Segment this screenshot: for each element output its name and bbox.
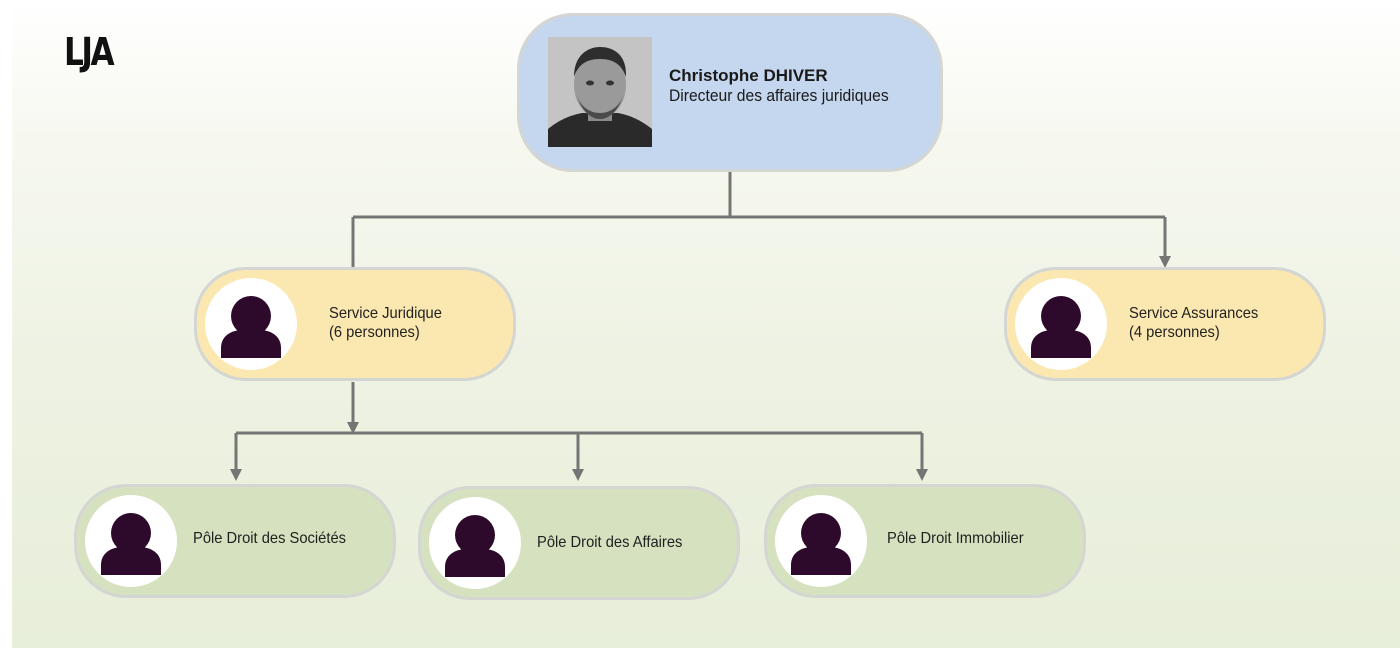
- lja-logo: LJA: [64, 30, 115, 74]
- service-assurances-line2: (4 personnes): [1129, 324, 1220, 341]
- root-node: Christophe DHIVER Directeur des affaires…: [517, 13, 943, 172]
- service-juridique-line1: Service Juridique: [329, 305, 442, 322]
- node-service-assurances: Service Assurances (4 personnes): [1004, 267, 1326, 381]
- pole-affaires-label: Pôle Droit des Affaires: [537, 534, 683, 551]
- pole-immobilier-label: Pôle Droit Immobilier: [887, 530, 1024, 547]
- service-assurances-line1: Service Assurances: [1129, 305, 1259, 322]
- node-pole-affaires: Pôle Droit des Affaires: [418, 486, 740, 600]
- person-silhouette-icon: [85, 495, 177, 587]
- service-juridique-line2: (6 personnes): [329, 324, 420, 341]
- root-text: Christophe DHIVER Directeur des affaires…: [669, 66, 908, 106]
- person-silhouette-icon: [1015, 278, 1107, 370]
- node-pole-societes: Pôle Droit des Sociétés: [74, 484, 396, 598]
- root-name: Christophe DHIVER: [669, 66, 828, 85]
- person-silhouette-icon: [775, 495, 867, 587]
- pole-societes-label: Pôle Droit des Sociétés: [193, 530, 347, 547]
- root-title: Directeur des affaires juridiques: [669, 86, 889, 105]
- node-service-juridique: Service Juridique (6 personnes): [194, 267, 516, 381]
- person-silhouette-icon: [429, 497, 521, 589]
- person-silhouette-icon: [205, 278, 297, 370]
- person-photo: [548, 37, 652, 147]
- node-pole-immobilier: Pôle Droit Immobilier: [764, 484, 1086, 598]
